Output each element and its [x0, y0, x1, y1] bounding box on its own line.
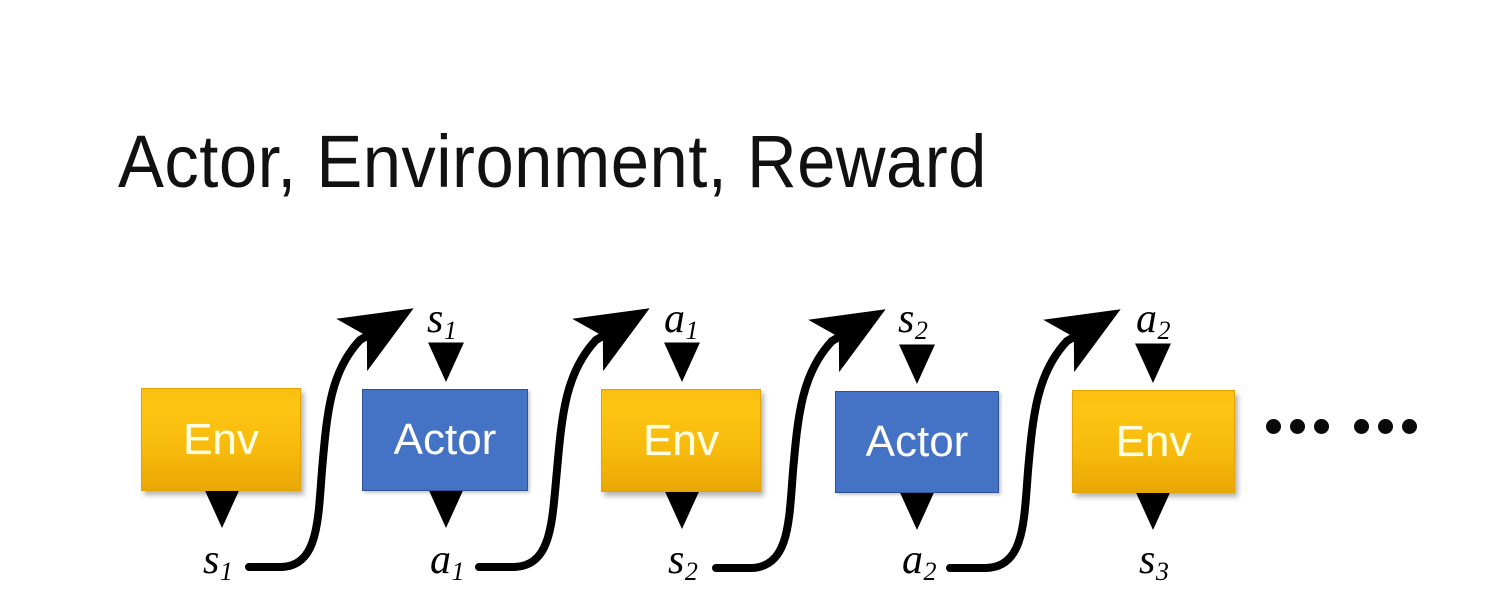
symbol-base: a [430, 537, 451, 583]
page-title: Actor, Environment, Reward [118, 120, 987, 203]
label-top-a2: a2 [1136, 298, 1171, 344]
label-top-a1: a1 [664, 298, 699, 344]
ellipsis-continuation [1266, 419, 1417, 434]
curve-s1-to-actor1 [245, 308, 414, 571]
label-top-s1: s1 [427, 298, 457, 344]
node-env-1[interactable]: Env [141, 388, 301, 491]
ellipsis-dot [1402, 419, 1417, 434]
node-actor-1[interactable]: Actor [362, 389, 528, 491]
symbol-base: s [668, 537, 685, 583]
ellipsis-dot [1290, 419, 1305, 434]
curve-a1-to-env2 [475, 308, 650, 571]
symbol-subscript: 2 [1157, 316, 1171, 346]
symbol-subscript: 1 [685, 316, 699, 346]
symbol-base: s [427, 296, 444, 342]
curve-s2-to-actor2 [712, 309, 886, 572]
node-label: Actor [393, 415, 497, 464]
symbol-base: s [1139, 537, 1156, 583]
node-label: Env [183, 414, 259, 464]
ellipsis-dot [1266, 419, 1281, 434]
node-actor-2[interactable]: Actor [835, 391, 999, 493]
ellipsis-dot [1354, 419, 1369, 434]
symbol-subscript: 2 [684, 557, 698, 587]
symbol-subscript: 2 [923, 557, 937, 587]
symbol-base: a [1136, 296, 1157, 342]
symbol-subscript: 2 [914, 316, 928, 346]
node-env-2[interactable]: Env [601, 389, 761, 492]
node-env-3[interactable]: Env [1072, 390, 1235, 493]
symbol-subscript: 1 [451, 557, 465, 587]
symbol-subscript: 1 [219, 557, 233, 587]
symbol-base: s [203, 537, 220, 583]
symbol-base: a [664, 296, 685, 342]
label-bottom-s2: s2 [668, 539, 698, 585]
ellipsis-gap [1338, 426, 1345, 427]
ellipsis-dot [1314, 419, 1329, 434]
symbol-base: s [898, 296, 915, 342]
symbol-subscript: 1 [443, 316, 457, 346]
ellipsis-dot [1378, 419, 1393, 434]
label-bottom-s3: s3 [1139, 539, 1169, 585]
curve-a2-to-env3 [946, 309, 1121, 572]
label-bottom-s1: s1 [203, 539, 233, 585]
symbol-base: a [902, 537, 923, 583]
label-top-s2: s2 [898, 298, 928, 344]
symbol-subscript: 3 [1155, 557, 1169, 587]
node-label: Env [1115, 416, 1192, 466]
label-bottom-a2: a2 [902, 539, 937, 585]
node-label: Actor [865, 417, 969, 466]
label-bottom-a1: a1 [430, 539, 465, 585]
node-label: Env [643, 415, 719, 465]
